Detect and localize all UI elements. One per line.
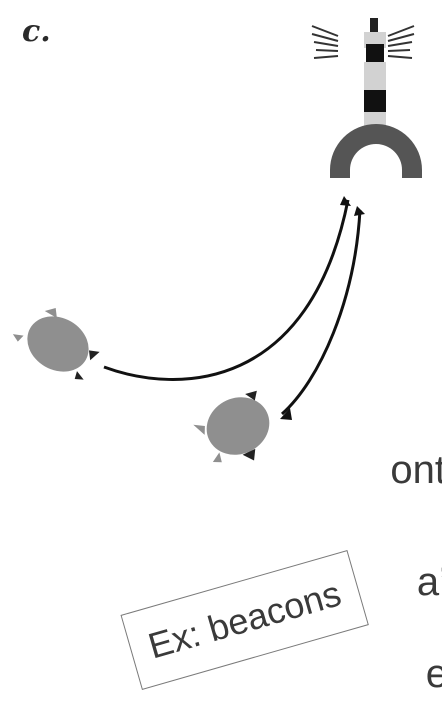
- light-rays-right: [387, 25, 415, 59]
- path-1: [103, 199, 350, 381]
- panel-label: c.: [22, 14, 51, 49]
- cropped-text-line-3: e: [425, 652, 442, 696]
- tower-band-2: [366, 44, 384, 62]
- lamp: [370, 18, 378, 32]
- turtle-2: [193, 390, 270, 463]
- light-rays-left: [311, 25, 339, 59]
- cropped-text-line-1: ont: [390, 448, 442, 492]
- tower-band-4: [364, 90, 386, 112]
- arrowhead-3: [280, 408, 292, 420]
- lighthouse: [311, 18, 422, 178]
- path-2: [280, 209, 362, 416]
- tower-band-3: [364, 62, 386, 90]
- turtle-1: [12, 308, 100, 380]
- arrowhead-2: [354, 206, 365, 216]
- cropped-text-line-2: a’: [416, 560, 442, 604]
- arrowhead-1: [340, 196, 351, 206]
- homing-paths: [103, 199, 362, 416]
- arch-base: [330, 124, 422, 178]
